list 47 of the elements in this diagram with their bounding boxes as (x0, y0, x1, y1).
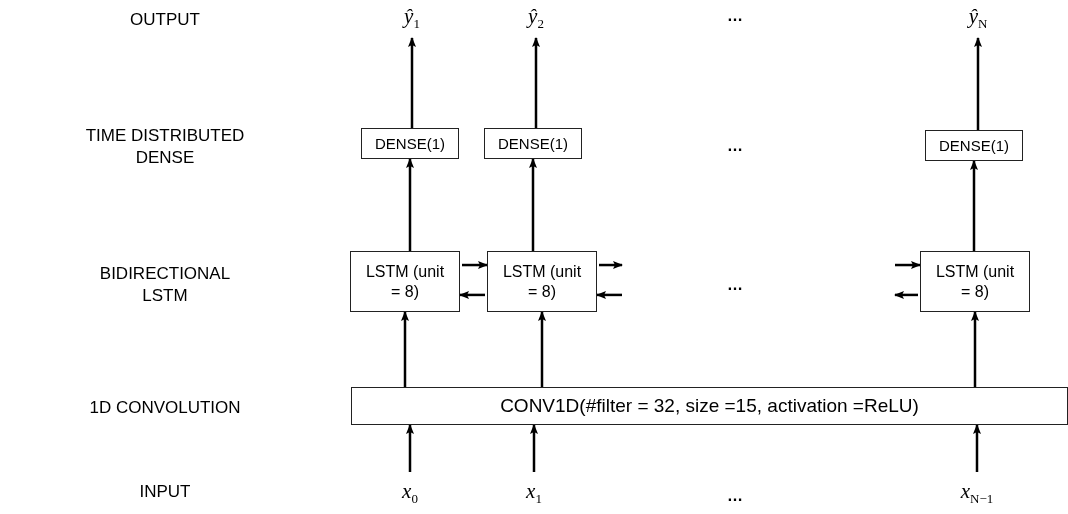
ellipsis: … (727, 275, 743, 295)
lstm-cell-box (350, 251, 460, 312)
layer-label: LSTM (unit = 8) (934, 262, 1016, 301)
ellipsis: … (727, 486, 743, 506)
arrow (406, 424, 414, 472)
layer-name: 1D CONVOLUTION (89, 397, 241, 419)
output-variable: ŷ$_{2}$ (528, 4, 544, 32)
arrow (894, 290, 918, 299)
arrow (459, 290, 485, 299)
arrow (530, 424, 538, 472)
lstm-cell-box (920, 251, 1030, 312)
arrow (462, 261, 488, 270)
arrow (532, 37, 540, 128)
lstm-cell-box (487, 251, 597, 312)
arrow (529, 158, 537, 251)
arrow (970, 160, 978, 251)
arrow (971, 311, 979, 387)
input-variable: x$_{N−1}$ (960, 479, 994, 507)
layer-label: LSTM (unit = 8) (364, 262, 446, 301)
arrow (406, 158, 414, 251)
layer-name: BIDIRECTIONAL LSTM (98, 263, 232, 307)
input-variable: x$_{0}$ (402, 479, 418, 507)
arrow (973, 424, 981, 472)
layer-name: OUTPUT (130, 9, 200, 31)
layer-label: LSTM (unit = 8) (501, 262, 583, 301)
layer-label: CONV1D(#filter = 32, size =15, activation =ReLU) (500, 394, 919, 418)
ellipsis: … (727, 6, 743, 26)
arrow (596, 290, 622, 299)
arrow (599, 261, 623, 270)
layer-label: DENSE(1) (375, 134, 445, 153)
dense-layer-box (484, 128, 582, 159)
arrow (974, 37, 982, 130)
dense-layer-box (925, 130, 1023, 161)
layer-name: INPUT (139, 481, 191, 503)
output-variable: ŷ$_{1}$ (404, 4, 420, 32)
arrow (538, 311, 546, 387)
layer-label: DENSE(1) (498, 134, 568, 153)
layer-label: DENSE(1) (939, 136, 1009, 155)
arrow (408, 37, 416, 128)
output-variable: ŷ$_{N}$ (968, 4, 988, 32)
arrow (895, 261, 921, 270)
ellipsis: … (727, 136, 743, 156)
dense-layer-box (361, 128, 459, 159)
layer-name: TIME DISTRIBUTED DENSE (84, 125, 246, 169)
arrow (401, 311, 409, 387)
input-variable: x$_{1}$ (526, 479, 542, 507)
convolution-layer-box (351, 387, 1068, 425)
